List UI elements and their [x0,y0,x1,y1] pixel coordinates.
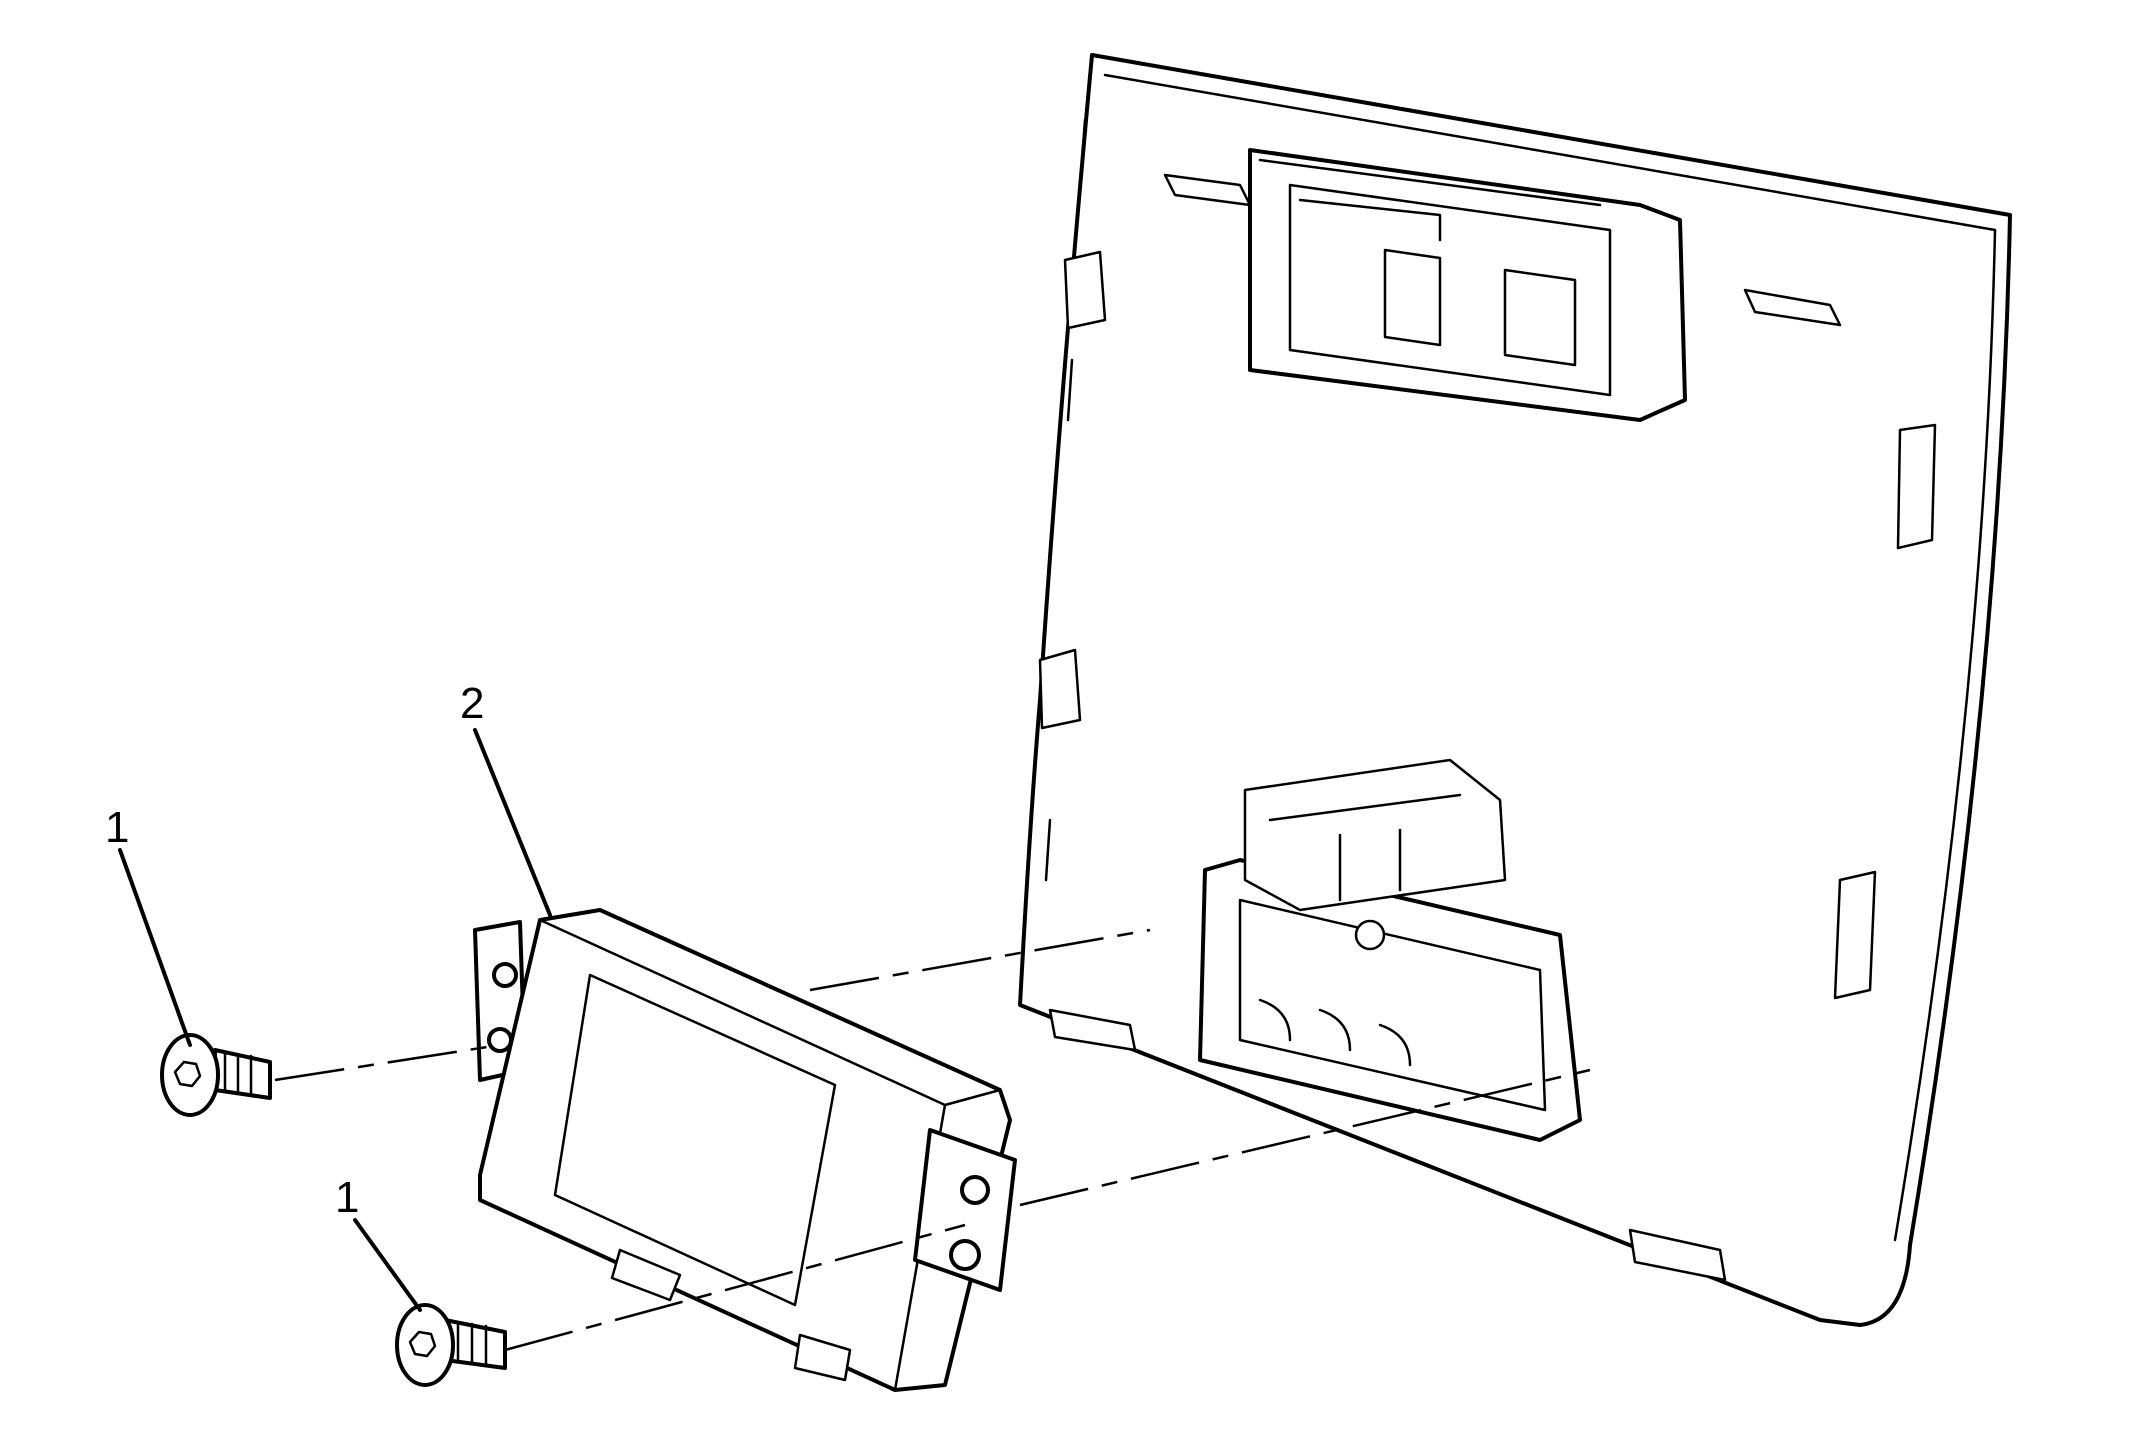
callout-1-bottom: 1 [335,1173,359,1222]
alignment-lines [274,928,1591,1352]
mounting-panel [1018,53,2012,1327]
module [473,908,1017,1392]
bolt-top [160,1033,272,1117]
bolt-bottom [395,1303,507,1387]
callout-1-top: 1 [105,803,129,852]
callout-leaders [118,728,552,1312]
callout-2-module: 2 [460,679,484,728]
